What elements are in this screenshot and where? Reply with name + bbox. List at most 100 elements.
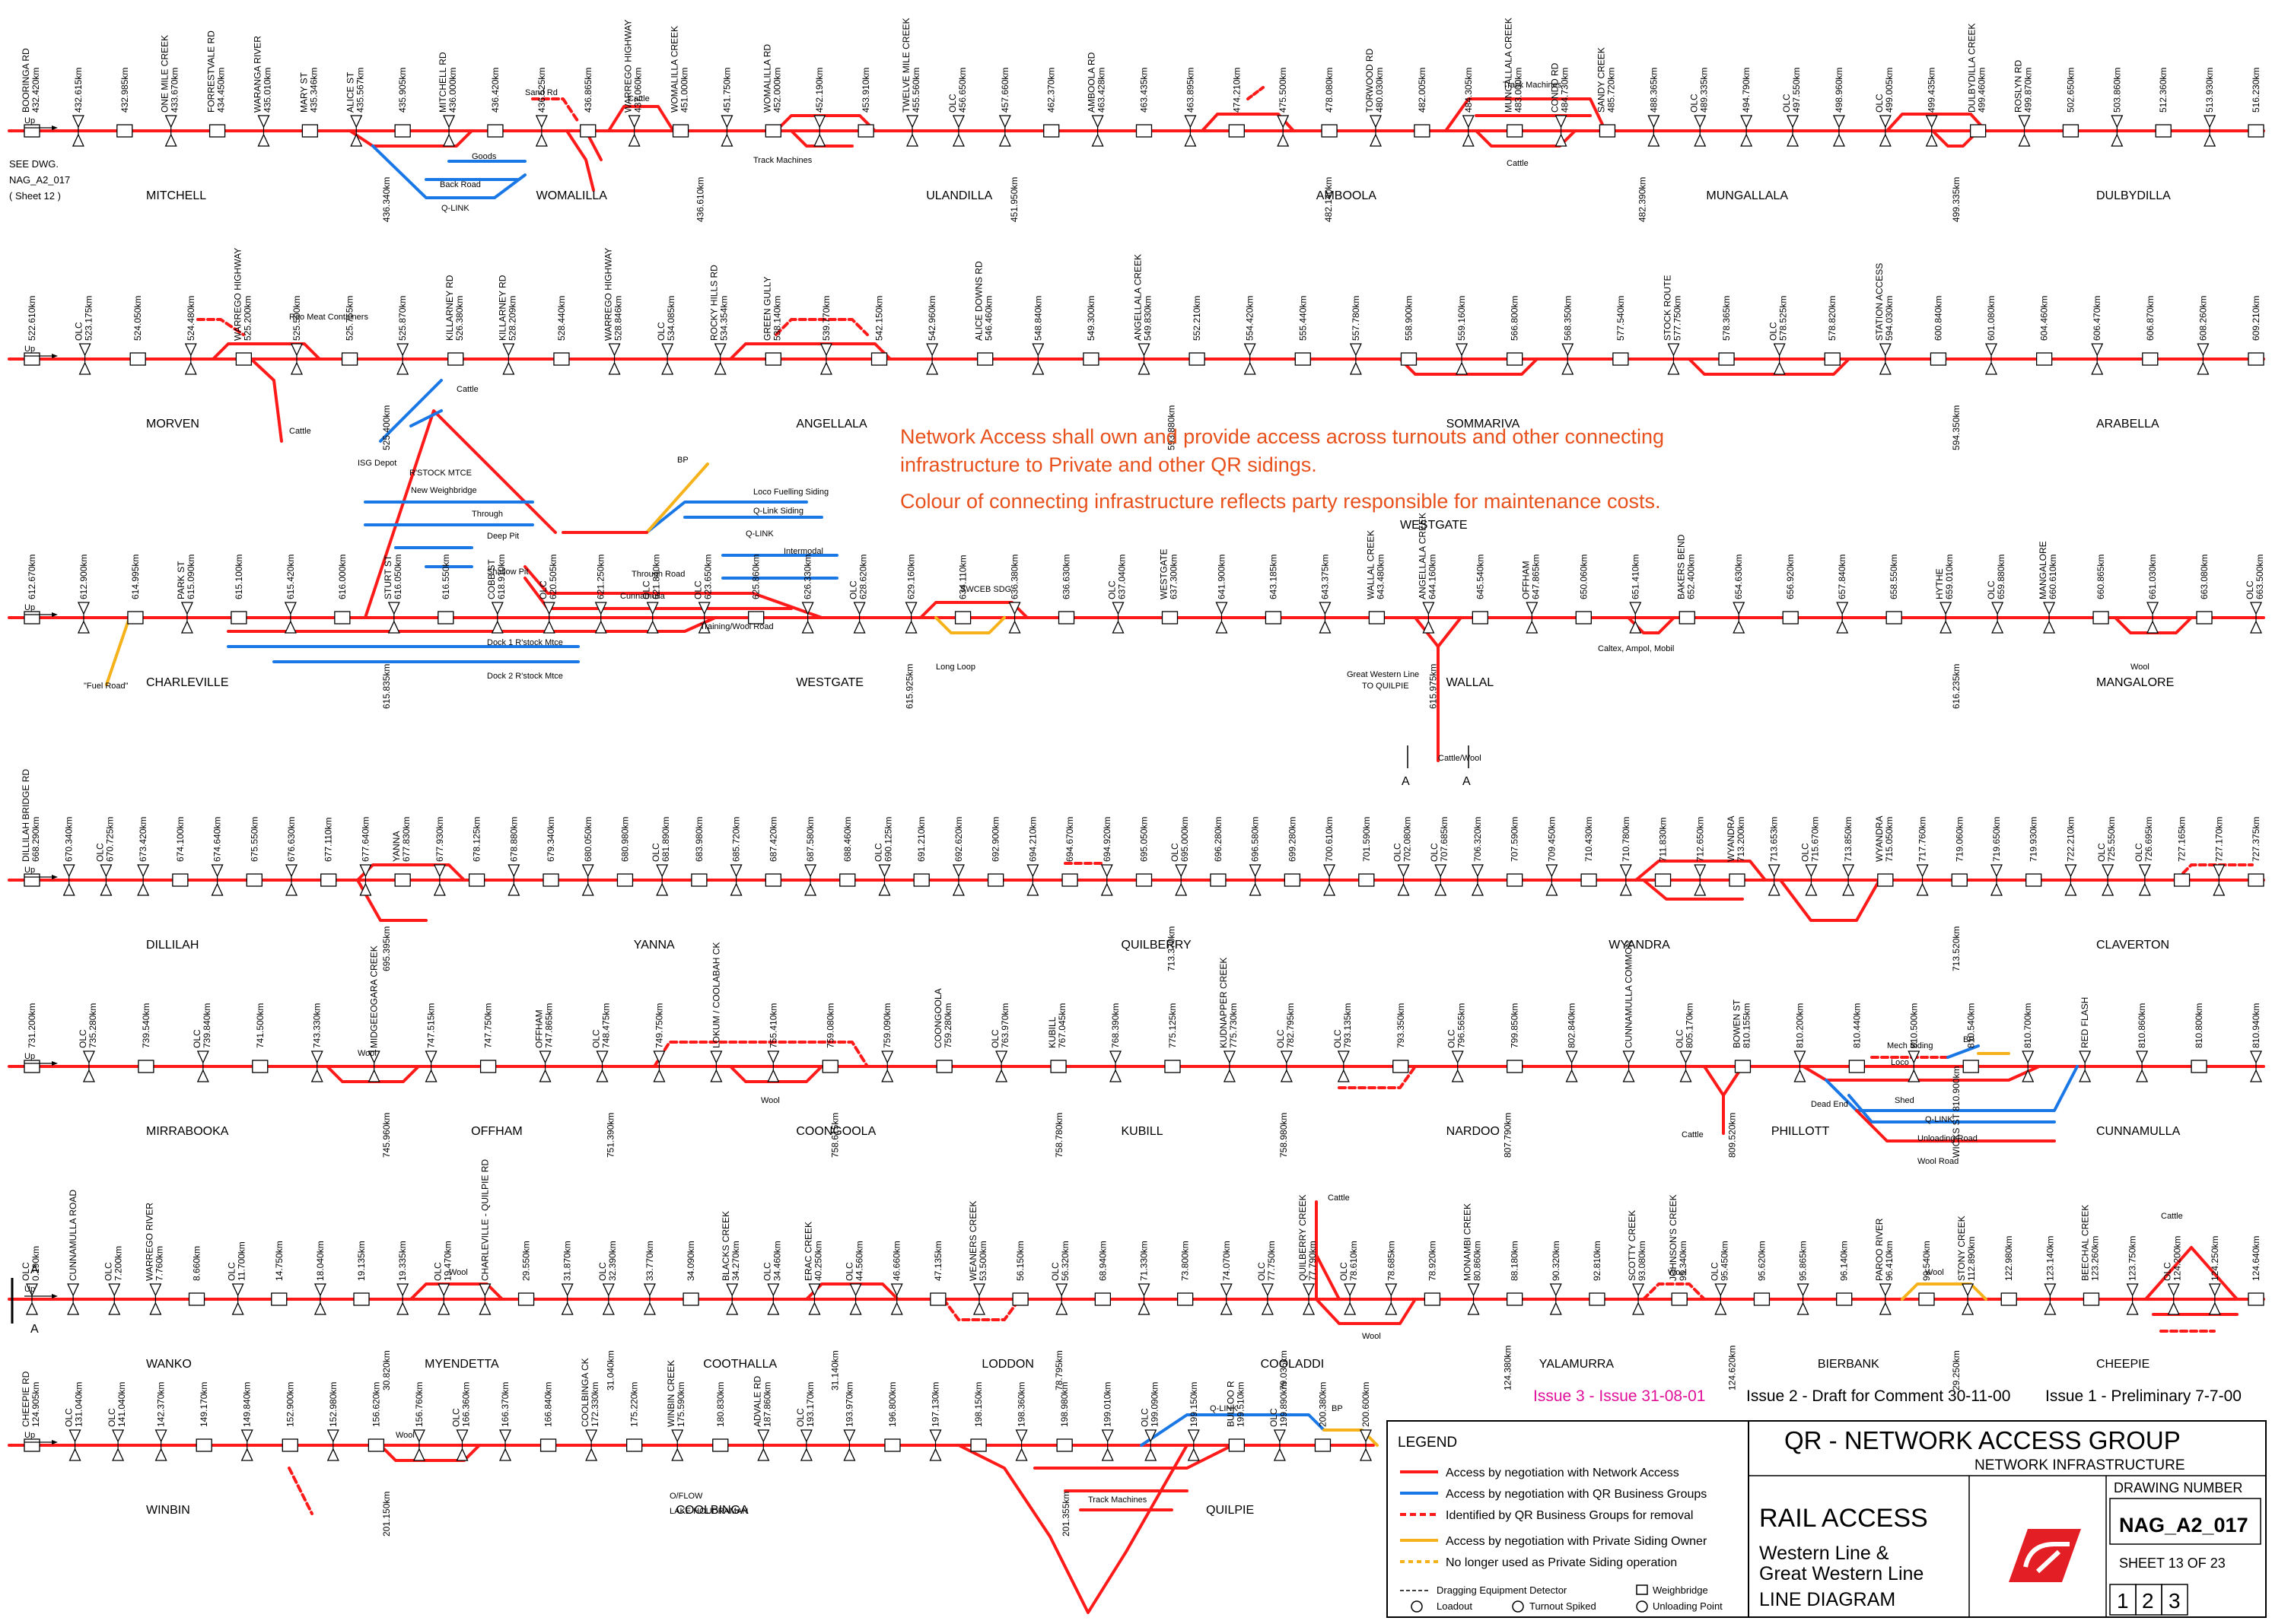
- km-label: 656.920km: [1785, 555, 1796, 599]
- level-crossing-icon: [1694, 864, 1707, 878]
- station-name: MITCHELL: [146, 189, 206, 202]
- crossing-name: ROSLYN RD: [2013, 60, 2024, 113]
- level-crossing-icon: [78, 343, 91, 357]
- km-label: 634.110km: [958, 555, 969, 599]
- level-crossing-icon: [180, 602, 193, 615]
- level-crossing-icon: [543, 602, 555, 615]
- signal-box: [2000, 1292, 2017, 1306]
- crossing-name: ANGELLALA CREEK: [1417, 513, 1427, 599]
- km-label-below: 615.925km: [905, 664, 915, 709]
- link-a: A: [1462, 775, 1471, 788]
- level-crossing-icon: [149, 1283, 162, 1297]
- km-label: 637.040km: [1117, 555, 1128, 599]
- km-label: 606.470km: [2092, 296, 2102, 341]
- level-crossing-icon: [653, 1069, 666, 1082]
- siding-label: Shed: [1895, 1096, 1914, 1105]
- siding-label: Shallow Pit: [487, 567, 528, 577]
- km-label: 554.420km: [1245, 296, 1255, 341]
- km-label: 747.865km: [544, 1003, 555, 1048]
- signal-box: [2191, 1060, 2207, 1073]
- km-label: 199.510km: [1235, 1382, 1246, 1427]
- drawing-number-box: [2109, 1498, 2261, 1545]
- km-label: 701.590km: [1361, 817, 1372, 862]
- km-label-below: 758.980km: [1278, 1113, 1289, 1158]
- crossing-name: KILLARNEY RD: [444, 275, 455, 341]
- level-crossing-icon: [2102, 864, 2114, 878]
- km-label: 435.567km: [355, 68, 365, 113]
- signal-box: [1575, 611, 1592, 624]
- signal-box: [1164, 1060, 1181, 1073]
- level-crossing-icon: [926, 343, 939, 357]
- up-arrowhead: [52, 1440, 58, 1444]
- level-crossing-icon: [726, 1283, 739, 1297]
- crossing-name: COOLBINGA CK: [580, 1358, 590, 1427]
- km-label: 645.540km: [1475, 555, 1485, 599]
- level-crossing-icon: [1261, 1301, 1274, 1315]
- rail-access-title: RAIL ACCESS: [1759, 1504, 1928, 1533]
- level-crossing-icon: [2167, 1283, 2180, 1297]
- level-crossing-icon: [656, 864, 669, 878]
- siding-label: Wool: [396, 1431, 415, 1440]
- signal-box: [1050, 1060, 1067, 1073]
- level-crossing-icon: [1032, 361, 1045, 375]
- signal-box: [1094, 1292, 1112, 1306]
- cunnamulla-q-link: [1847, 1094, 2056, 1123]
- crossing-name: OLC: [107, 1408, 117, 1427]
- km-label: 741.500km: [255, 1003, 266, 1048]
- level-crossing-icon: [1632, 1301, 1645, 1315]
- crossing-name: BOORINGA RD: [21, 48, 31, 113]
- km-label: 452.000km: [772, 68, 782, 113]
- km-label: 196.800km: [887, 1382, 898, 1427]
- km-label: 768.390km: [1110, 1003, 1121, 1048]
- km-label: 691.210km: [916, 817, 927, 862]
- signal-box: [394, 873, 411, 887]
- level-crossing-icon: [164, 115, 177, 129]
- km-label: 621.250km: [596, 555, 606, 599]
- km-label: 690.125km: [883, 817, 893, 862]
- crossing-name: KILLARNEY RD: [497, 275, 508, 341]
- km-label: 40.250km: [813, 1241, 823, 1281]
- km-label: 577.750km: [1672, 296, 1682, 341]
- level-crossing-icon: [1026, 882, 1039, 896]
- km-label: 793.350km: [1395, 1003, 1406, 1048]
- level-crossing-icon: [881, 1050, 894, 1064]
- km-label: 0.190km: [30, 1246, 41, 1281]
- morven-removal: [196, 318, 245, 336]
- long-loop: [919, 601, 1029, 619]
- crossing-name: BULLOO R: [1225, 1381, 1236, 1427]
- level-crossing-icon: [1223, 1050, 1236, 1064]
- km-label: 643.480km: [1375, 555, 1386, 599]
- junction-leg: [1437, 616, 1462, 648]
- level-crossing-icon: [1302, 1301, 1316, 1315]
- signal-box: [930, 1292, 947, 1306]
- level-crossing-icon: [952, 864, 965, 878]
- level-crossing-icon: [585, 1448, 598, 1461]
- dulbydilla-loop: [1885, 113, 1987, 132]
- level-crossing-icon: [1323, 882, 1336, 896]
- signal-box: [1782, 611, 1799, 624]
- crossing-name: OLC: [656, 322, 667, 341]
- level-crossing-icon: [2213, 864, 2226, 878]
- see-dwg-line1: SEE DWG.: [9, 158, 59, 170]
- level-crossing-icon: [972, 1301, 986, 1315]
- km-label: 122.980km: [2003, 1236, 2014, 1281]
- siding-label: O/FLOW: [670, 1492, 703, 1501]
- note-line3: Colour of connecting infrastructure refl…: [900, 490, 1661, 513]
- level-crossing-icon: [1112, 602, 1125, 615]
- km-label: 432.615km: [73, 68, 84, 113]
- level-crossing-icon: [1175, 882, 1188, 896]
- km-label: 200.380km: [1317, 1382, 1328, 1427]
- crossing-name: OLC: [2096, 843, 2107, 862]
- signal-box: [1930, 352, 1947, 366]
- station-name: MORVEN: [146, 418, 199, 431]
- km-label: 802.840km: [1567, 1003, 1577, 1048]
- level-crossing-icon: [1962, 1283, 1974, 1297]
- signal-box: [2083, 1292, 2100, 1306]
- signal-box: [858, 124, 874, 138]
- level-crossing-icon: [1985, 343, 1998, 357]
- crossing-name: AMBOOLA RD: [1087, 52, 1097, 113]
- track-machines-siding: [790, 129, 854, 148]
- level-crossing-icon: [180, 620, 193, 634]
- signal-box: [987, 873, 1004, 887]
- km-label: 810.200km: [1794, 1003, 1805, 1048]
